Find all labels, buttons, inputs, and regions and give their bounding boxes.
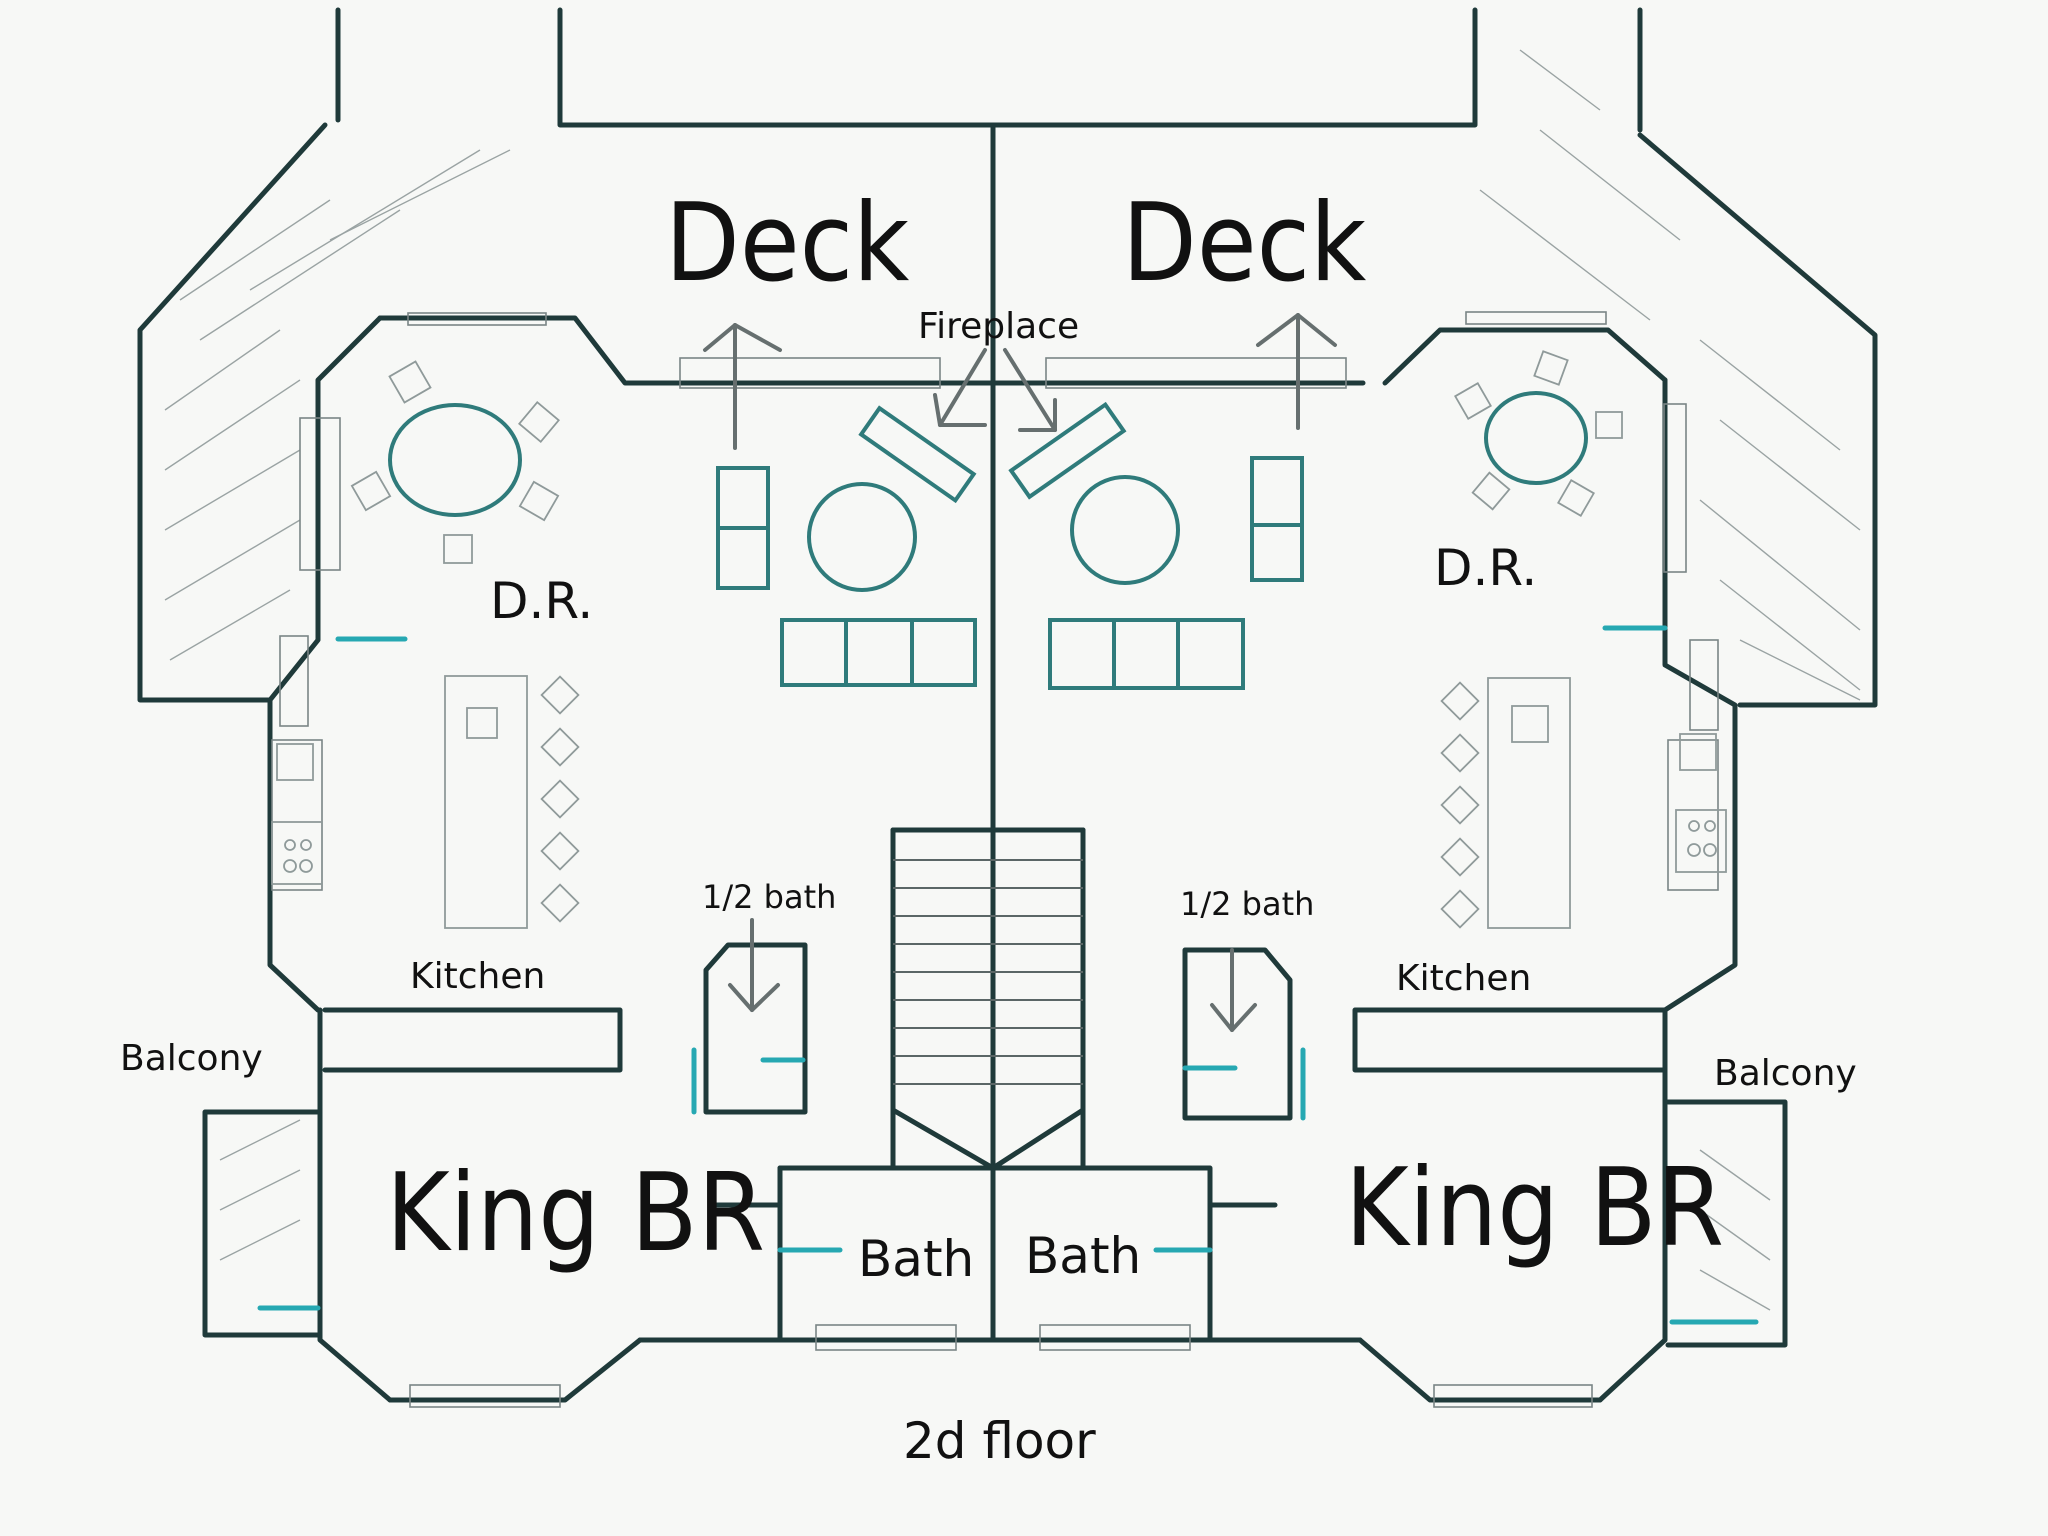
bath-left-label: Bath [858, 1230, 974, 1288]
windows [271, 311, 1719, 1408]
deck-right-label: Deck [1122, 181, 1366, 306]
half-bath-left-label: 1/2 bath [702, 878, 836, 916]
bath-right-label: Bath [1025, 1227, 1141, 1285]
kitchen-island-left [271, 675, 580, 929]
deck-walls [137, 7, 1878, 708]
half-bath-right-label: 1/2 bath [1180, 885, 1314, 923]
door-accents [257, 625, 1759, 1325]
stair-treads [893, 859, 1083, 1085]
living-set-left [716, 405, 977, 687]
dining-set-right [1454, 350, 1623, 517]
dining-room-right-label: D.R. [1434, 539, 1537, 597]
king-br-right-label: King BR [1345, 1146, 1724, 1271]
floor-caption: 2d floor [903, 1412, 1096, 1470]
balcony-hatching [219, 1119, 1771, 1311]
kitchen-island-right [1440, 677, 1727, 929]
king-br-left-label: King BR [386, 1151, 765, 1276]
dining-room-left-label: D.R. [490, 572, 593, 630]
deck-left-label: Deck [665, 181, 909, 306]
dining-set-left [350, 360, 560, 564]
balcony-left-label: Balcony [120, 1038, 263, 1079]
deck-hatching-right [1479, 49, 1861, 701]
fireplace-label: Fireplace [918, 306, 1079, 347]
deck-hatching-left [164, 149, 511, 661]
interior-walls [202, 122, 1788, 1403]
balcony-right-label: Balcony [1714, 1053, 1857, 1094]
direction-arrows [703, 313, 1337, 1032]
kitchen-right-label: Kitchen [1396, 958, 1531, 999]
living-set-right [1008, 401, 1304, 690]
kitchen-left-label: Kitchen [410, 956, 545, 997]
